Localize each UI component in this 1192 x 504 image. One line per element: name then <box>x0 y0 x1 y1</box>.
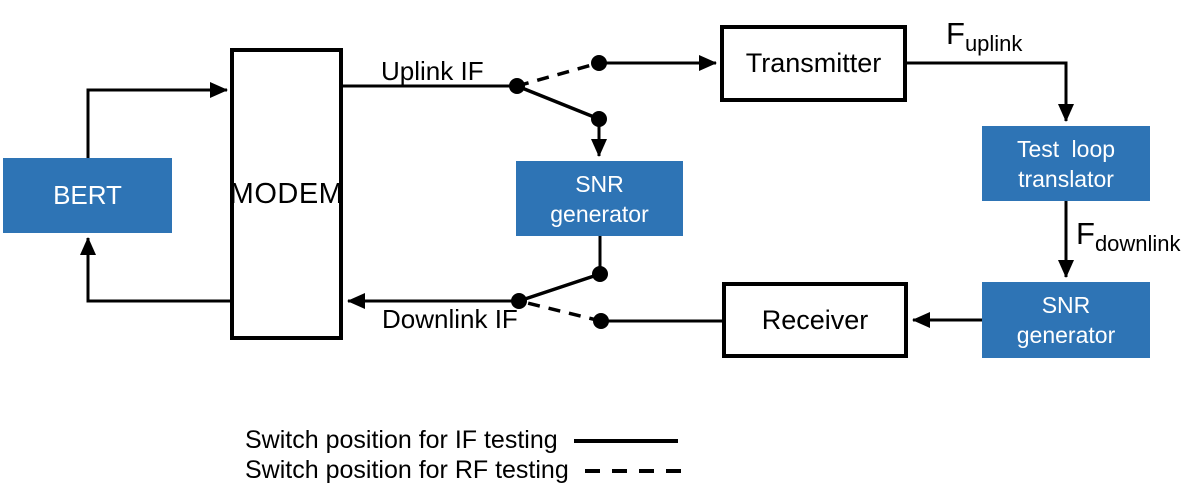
bert-to-modem-wire <box>86 82 228 158</box>
transmitter-label: Transmitter <box>745 48 882 78</box>
snr-generator-rf-label: SNR generator <box>1016 292 1116 348</box>
legend-if-testing-label: Switch position for IF testing <box>245 426 558 454</box>
downlink-if-label: Downlink IF <box>382 304 518 334</box>
f-downlink-base: F <box>1076 216 1095 251</box>
modem-block: MODEM <box>230 48 343 340</box>
modem-to-bert-wire <box>80 237 230 303</box>
legend-rf-testing-label: Switch position for RF testing <box>245 456 569 484</box>
uplink-switch-rf-position-dashed <box>516 61 600 88</box>
f-uplink-subscript: uplink <box>964 31 1023 56</box>
uplink-switch <box>509 55 607 127</box>
uplink-switch-pole-node <box>509 78 525 94</box>
uplink-if-label: Uplink IF <box>381 56 484 86</box>
snr-generator-rf-block: SNR generator <box>982 282 1150 358</box>
receiver-block: Receiver <box>722 282 908 358</box>
receiver-label: Receiver <box>761 304 869 335</box>
bert-block: BERT <box>3 158 172 233</box>
bert-label: BERT <box>53 180 122 210</box>
downlink-switch-rf-node <box>593 313 609 329</box>
snr-generator-if-block: SNR generator <box>516 161 683 236</box>
test-loop-translator-label: Test loop translator <box>1016 135 1116 192</box>
f-downlink-subscript: downlink <box>1094 231 1181 256</box>
downlink-switch-if-node <box>592 266 608 282</box>
f-downlink-label: Fdownlink <box>1076 216 1181 257</box>
test-loop-translator-block: Test loop translator <box>982 126 1150 201</box>
transmitter-block: Transmitter <box>720 25 907 102</box>
uplink-switch-if-position-solid <box>516 84 600 121</box>
legend-solid-line-sample <box>573 438 678 443</box>
f-uplink-base: F <box>946 16 965 51</box>
snr-generator-if-label: SNR generator <box>550 170 649 227</box>
legend-if-testing: Switch position for IF testing <box>245 426 680 455</box>
downlink-switch <box>511 266 609 329</box>
modem-label: MODEM <box>229 177 344 210</box>
f-uplink-label: Fuplink <box>946 16 1022 57</box>
transmitter-to-translator-wire <box>907 61 1074 122</box>
legend-dashed-line-sample <box>584 468 689 473</box>
downlink-switch-rf-position-dashed <box>518 299 602 323</box>
legend-rf-testing: Switch position for RF testing <box>245 456 691 485</box>
downlink-switch-if-position-solid <box>518 272 601 303</box>
